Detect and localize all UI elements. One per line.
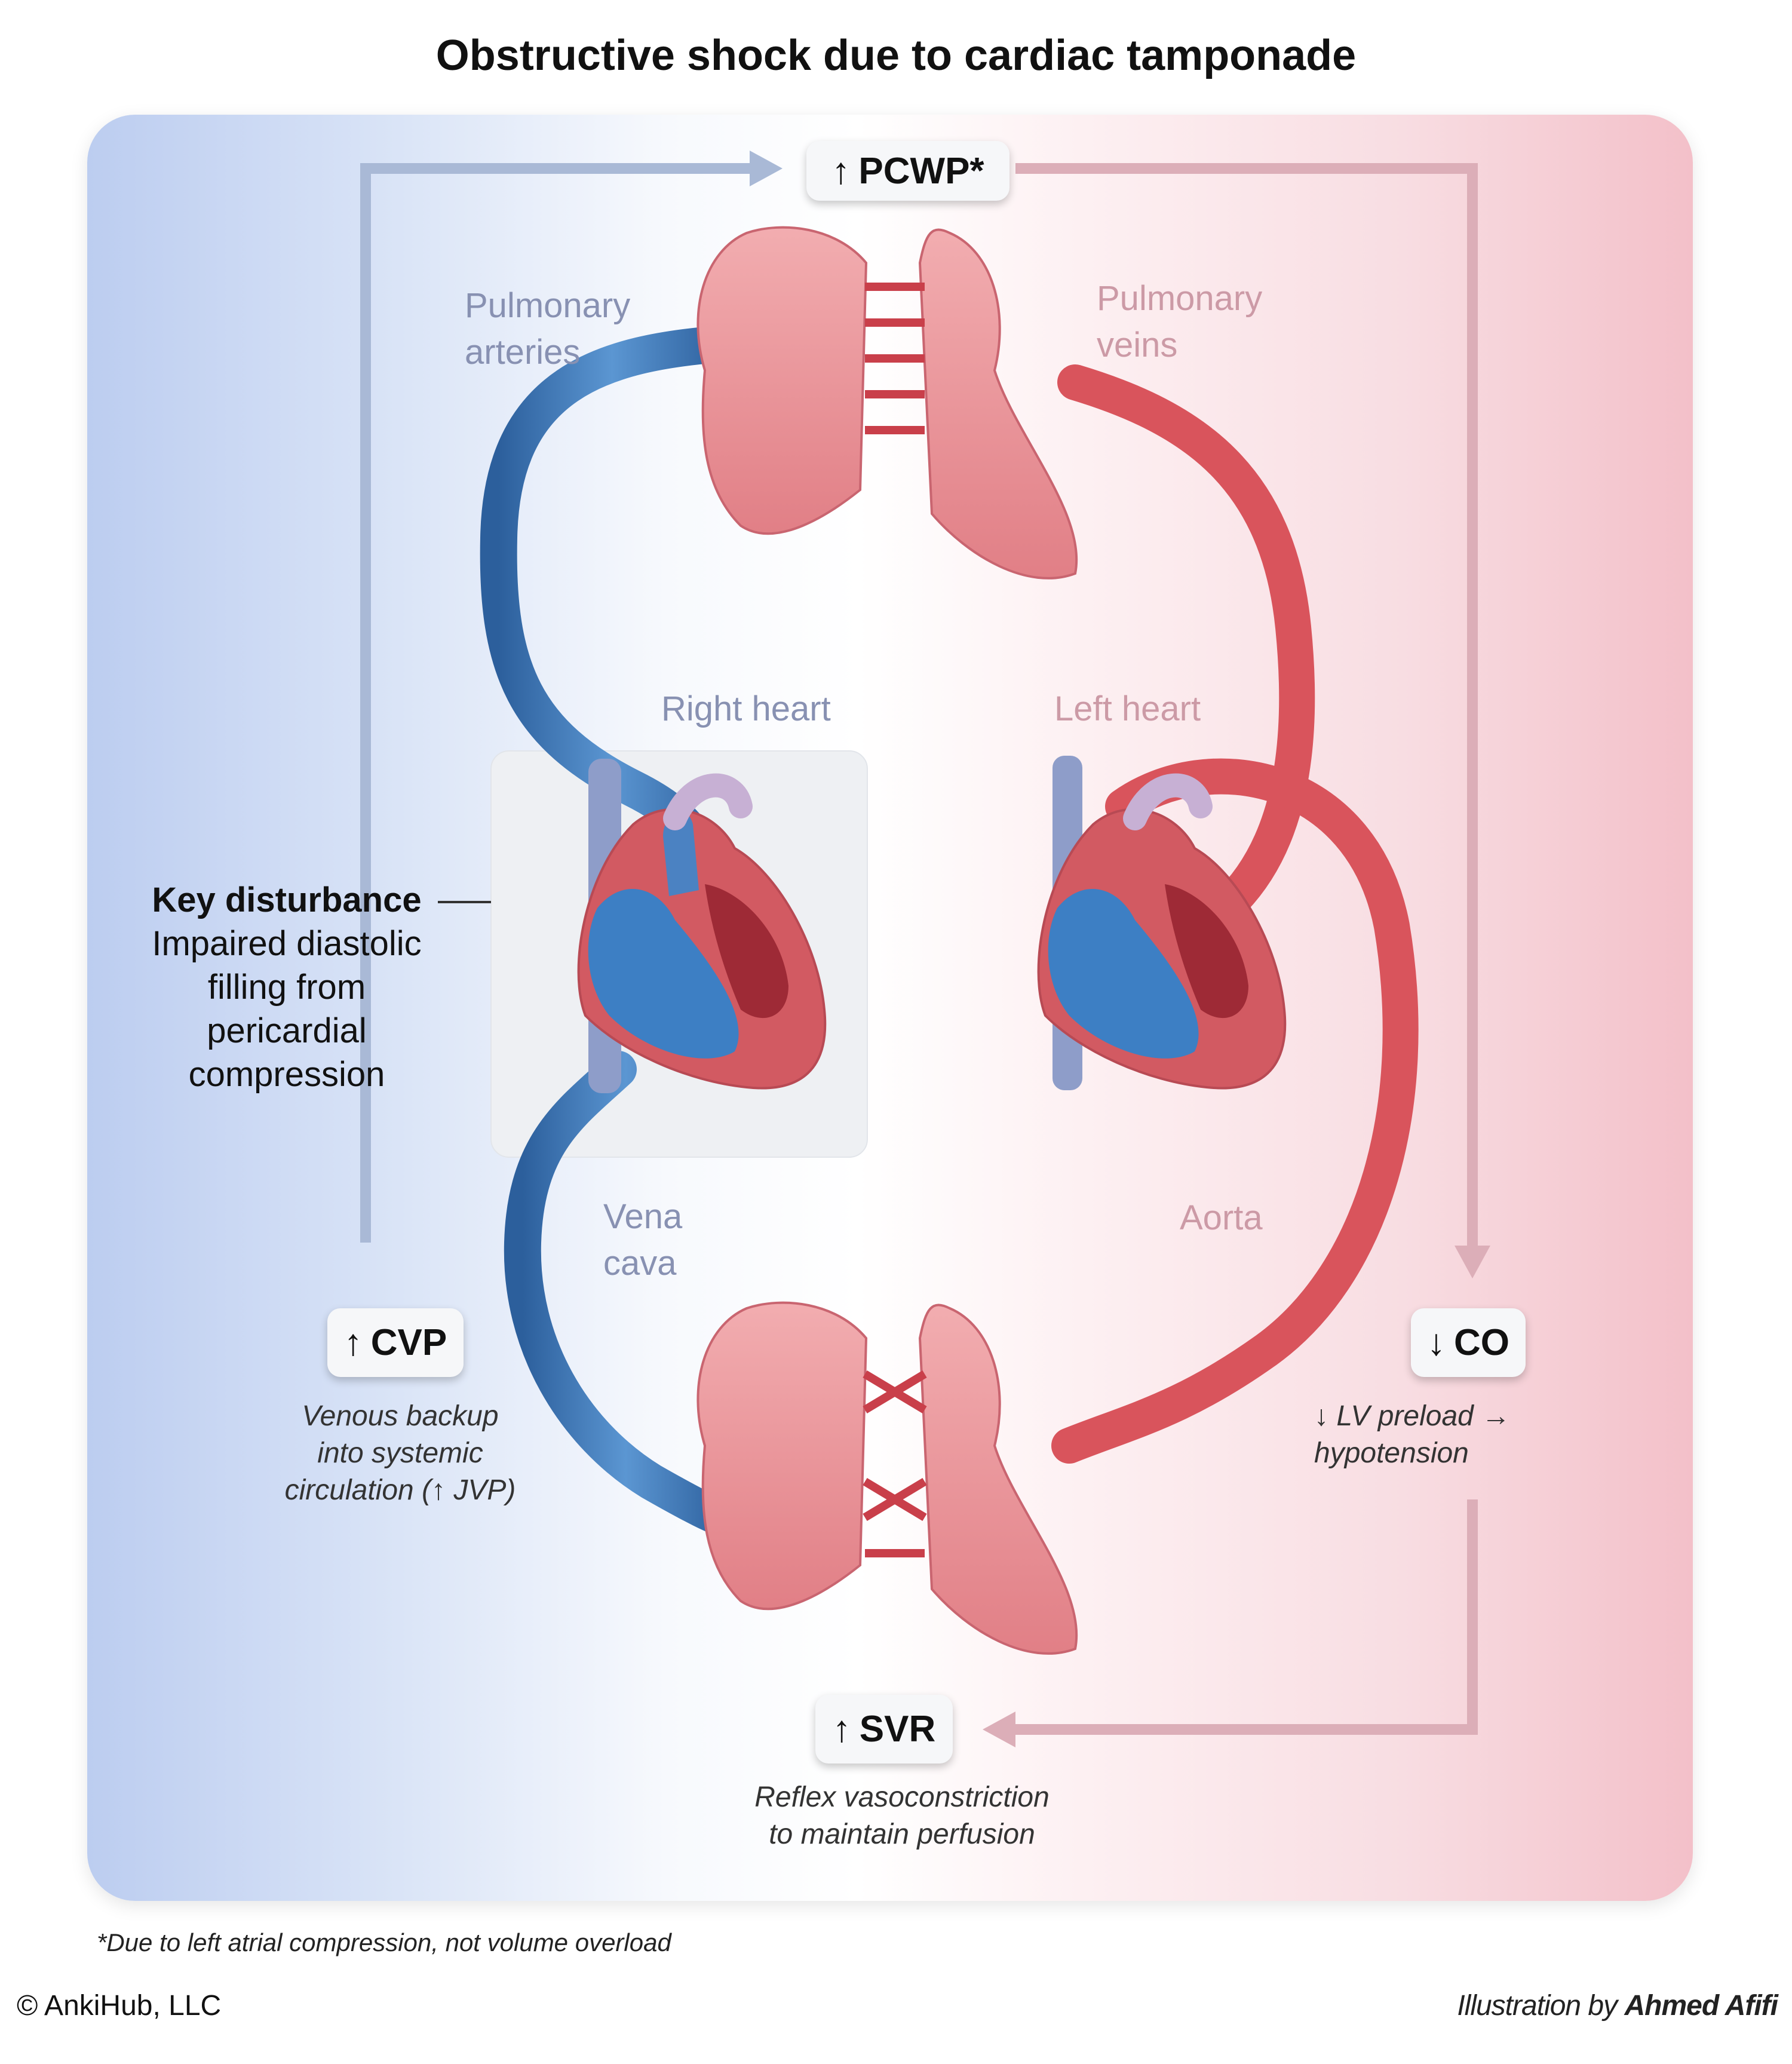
cvp-note: Venous backup into systemic circulation … <box>284 1400 516 1506</box>
credit-name: Ahmed Afifi <box>1624 1990 1778 2022</box>
pcwp-to-co-arrowhead <box>1455 1246 1490 1278</box>
co-to-svr-arrowhead <box>983 1712 1015 1747</box>
co-note: ↓ LV preload → hypotension <box>1314 1400 1511 1469</box>
co-to-svr-arrow <box>1015 1499 1478 1735</box>
credit-prefix: Illustration by <box>1457 1990 1618 2022</box>
aorta-vessel <box>1051 758 1419 1464</box>
svr-label: SVR <box>859 1709 936 1750</box>
pulmonary-vein-vessel <box>1057 364 1315 926</box>
svr-note: Reflex vasoconstriction to maintain perf… <box>754 1781 1050 1850</box>
pcwp-to-co-arrow <box>1015 163 1478 1246</box>
flow-arrows <box>360 151 1490 1747</box>
copyright: © AnkiHub, LLC <box>17 1990 222 2022</box>
figure-title: Obstructive shock due to cardiac tampona… <box>435 32 1357 79</box>
up-arrow-icon: ↑ <box>831 150 851 192</box>
co-label: CO <box>1454 1322 1509 1363</box>
cvp-to-pcwp-arrowhead <box>750 151 783 186</box>
aorta-label: Aorta <box>1180 1198 1263 1237</box>
pulmonary-veins-label: Pulmonary veins <box>1097 279 1263 364</box>
up-arrow-icon: ↑ <box>832 1709 851 1750</box>
pcwp-label: PCWP* <box>858 150 984 192</box>
key-disturbance-text: Key disturbance Impaired diastolic filli… <box>119 878 454 1096</box>
left-heart-label: Left heart <box>1054 689 1201 728</box>
footnote: *Due to left atrial compression, not vol… <box>97 1928 671 1956</box>
svr-box: ↑ SVR <box>815 1695 953 1764</box>
vena-cava-vessel <box>504 1051 747 1539</box>
vena-cava-label: Vena cava <box>603 1197 683 1283</box>
co-box: ↓ CO <box>1411 1308 1526 1377</box>
bottom-lungs <box>696 1301 1078 1655</box>
right-heart-illustration <box>577 759 827 1093</box>
down-arrow-icon: ↓ <box>1427 1322 1446 1363</box>
top-lungs <box>696 226 1078 579</box>
illustration-credit: Illustration by Ahmed Afifi <box>1457 1989 1778 2022</box>
cvp-label: CVP <box>370 1322 447 1363</box>
pcwp-box: ↑ PCWP* <box>806 141 1009 201</box>
diagram-panel <box>87 115 1693 1901</box>
cvp-to-pcwp-arrow <box>360 163 750 1243</box>
left-heart-illustration <box>1037 756 1287 1090</box>
right-heart-label: Right heart <box>661 689 831 728</box>
up-arrow-icon: ↑ <box>343 1322 363 1363</box>
key-disturbance-title: Key disturbance <box>152 881 422 919</box>
cvp-box: ↑ CVP <box>327 1308 464 1377</box>
pulmonary-arteries-label: Pulmonary arteries <box>465 286 631 372</box>
